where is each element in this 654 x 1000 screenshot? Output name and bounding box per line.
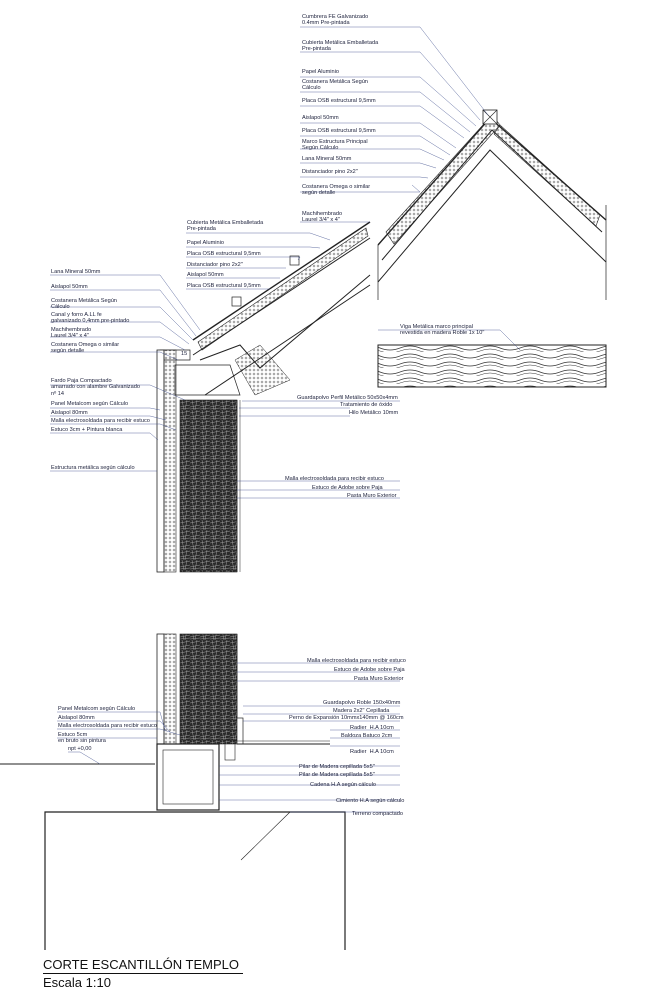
label-cadena: Cadena H.A según cálculo	[310, 782, 376, 788]
label-lana-top: Lana Mineral 50mm	[302, 156, 352, 162]
label-pasta: Pasta Muro Exterior	[347, 493, 397, 499]
beam-detail	[377, 344, 607, 388]
label-cimiento: Cimiento H.A según cálculo	[336, 798, 405, 804]
label-cumbrera: Cumbrera FE Galvanizado 0.4mm Pre-pintad…	[302, 14, 369, 27]
label-marco: Marco Estructura Principal Según Cálculo	[302, 139, 368, 152]
label-aislapol80-bottom: Aislapol 80mm	[58, 715, 95, 721]
label-fardo: Fardo Paja Compactado amarrado con alamb…	[51, 378, 140, 397]
label-estuco-adobe2: Estuco de Adobe sobre Paja	[334, 667, 405, 673]
drawing-scale: Escala 1:10	[43, 975, 111, 990]
label-terreno: Terreno compactado	[352, 811, 403, 817]
label-papel-mid: Papel Aluminio	[187, 240, 225, 246]
label-estuco-left: Estuco 3cm + Pintura blanca	[51, 427, 123, 433]
label-aislapol80-left: Aislapol 80mm	[51, 410, 88, 416]
dimension-15: 15	[181, 351, 188, 357]
title-underline	[43, 973, 243, 974]
foundation	[0, 739, 346, 950]
label-panel-left: Panel Metalcom según Cálculo	[51, 401, 129, 407]
label-estuco5: Estuco 5cm en bruto sin pintura	[58, 732, 106, 745]
label-distanciador-mid: Distanciador pino 2x2"	[187, 262, 243, 268]
label-costanera-top: Costanera Metálica Según Cálculo	[302, 79, 368, 92]
lower-wall	[156, 633, 244, 745]
label-osb-mid: Placa OSB estructural 9,5mm	[187, 251, 261, 257]
label-cubierta-mid: Cubierta Metálica Emballetada Pre-pintad…	[187, 220, 264, 233]
leader-lines	[50, 26, 521, 813]
label-pasta2: Pasta Muro Exterior	[354, 676, 404, 682]
label-aislapol-mid: Aislapol 50mm	[187, 272, 224, 278]
label-estuco-adobe: Estuco de Adobe sobre Paja	[312, 485, 383, 491]
label-pilar2: Pilar de Madera cepillada 5x5"	[299, 772, 375, 778]
label-distanciador-top: Distanciador pino 2x2"	[302, 169, 358, 175]
label-malla-right: Malla electrosoldada para recibir estuco	[285, 476, 384, 482]
roof-eave	[159, 221, 371, 396]
label-costanera-left: Costanera Metálica Según Cálculo	[51, 298, 117, 311]
upper-wall	[156, 349, 241, 573]
label-viga: Viga Metálica marco principal revestida …	[400, 324, 485, 337]
label-canal: Canal y forro A.LL fe galvanizado 0,4mm …	[51, 312, 130, 325]
label-malla-right2: Malla electrosoldada para recibir estuco	[307, 658, 406, 664]
label-machihembrado-left: Machihembrado Laurel 3/4" x 4"	[51, 327, 92, 340]
label-radier-right2: Radier H.A 10cm	[350, 749, 394, 755]
label-npt: npt +0,00	[68, 746, 92, 752]
drawing-title: CORTE ESCANTILLÓN TEMPLO	[43, 957, 240, 972]
label-guardapolvo-right: Guardapolvo Perfil Metálico 50x50x4mm	[297, 395, 398, 401]
label-guardapolvo-roble: Guardapolvo Roble 150x40mm	[323, 700, 401, 706]
label-madera: Madera 2x2" Cepillada	[333, 708, 390, 714]
label-omega-left: Costanera Omega o similar según detalle	[51, 342, 120, 355]
label-tratamiento: Tratamiento de óxido	[340, 402, 393, 408]
label-malla-bottom-left: Malla electrosoldada para recibir estuco	[58, 723, 157, 729]
label-aislapol-left: Aislapol 50mm	[51, 284, 88, 290]
label-baldoza: Baldoza Batuco 2cm	[341, 733, 393, 739]
label-aislapol-top: Aislapol 50mm	[302, 115, 339, 121]
label-osb-mid2: Placa OSB estructural 9,5mm	[187, 283, 261, 289]
label-malla-left: Malla electrosoldada para recibir estuco	[51, 418, 150, 424]
roof-ridge	[377, 109, 607, 300]
label-osb-top2: Placa OSB estructural 9,5mm	[302, 128, 376, 134]
label-machihembrado-top: Machihembrado Laurel 3/4" x 4"	[302, 211, 343, 224]
label-papel-top: Papel Aluminio	[302, 69, 340, 75]
label-radier-right: Radier H.A 10cm	[350, 725, 394, 731]
label-pilar1: Pilar de Madera cepillada 5x5"	[299, 764, 375, 770]
label-osb-top: Placa OSB estructural 9,5mm	[302, 98, 376, 104]
label-estructura-left: Estructura metálica según cálculo	[51, 465, 135, 471]
label-panel-bottom-left: Panel Metalcom según Cálculo	[58, 706, 136, 712]
label-lana-left: Lana Mineral 50mm	[51, 269, 101, 275]
label-hilo: Hilo Metálico 10mm	[349, 410, 399, 416]
label-perno: Perno de Expansión 10mmx140mm @ 160cm	[289, 715, 404, 721]
label-omega-top: Costanera Omega o similar según detalle	[302, 184, 371, 197]
label-cubierta-top: Cubierta Metálica Emballetada Pre-pintad…	[302, 40, 379, 53]
